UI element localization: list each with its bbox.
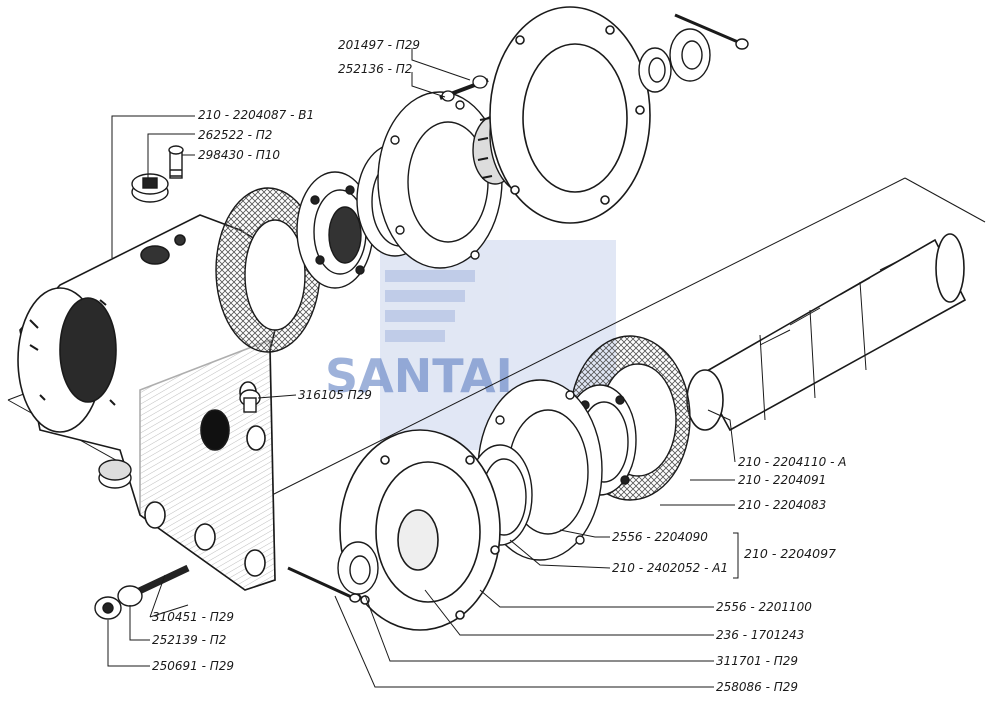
label-298430: 298430 - П10 <box>198 148 281 162</box>
label-252139: 252139 - П2 <box>152 633 227 647</box>
side-plug <box>98 459 132 489</box>
label-2204110-a: 210 - 2204110 - А <box>738 455 847 469</box>
bearing-upper <box>296 171 374 289</box>
label-201497: 201497 - П29 <box>338 38 421 52</box>
label-316105: 316105 П29 <box>298 388 372 402</box>
label-258086: 258086 - П29 <box>716 680 799 694</box>
bolt-and-washer-upper <box>439 75 489 102</box>
bolt-assembly-lower-left <box>94 564 190 620</box>
label-2201100: 2556 - 2201100 <box>716 600 812 614</box>
label-311701: 311701 - П29 <box>716 654 799 668</box>
leader-lines <box>107 48 739 688</box>
gasket-upper <box>215 187 321 353</box>
label-2204083: 210 - 2204083 <box>738 498 827 512</box>
label-2204090: 2556 - 2204090 <box>612 530 708 544</box>
label-2402052-a1: 210 - 2402052 - А1 <box>612 561 729 575</box>
label-2204091: 210 - 2204091 <box>738 473 827 487</box>
flange-upper <box>489 6 651 224</box>
bolt-316105 <box>239 389 261 413</box>
label-2204087-b1: 210 - 2204087 - В1 <box>198 108 315 122</box>
drive-shaft <box>686 233 967 432</box>
label-250691: 250691 - П29 <box>152 659 235 673</box>
label-310451: 310451 - П29 <box>152 610 235 624</box>
label-262522: 262522 - П2 <box>198 128 273 142</box>
label-252136: 252136 - П2 <box>338 62 413 76</box>
plug-and-fitting <box>131 145 184 203</box>
flange-lower <box>339 429 501 631</box>
nut-assembly-lower <box>287 541 379 603</box>
label-1701243: 236 - 1701243 <box>716 628 805 642</box>
watermark-text: SANTAI <box>325 349 513 403</box>
label-2204097: 210 - 2204097 <box>744 546 836 561</box>
nut-assembly-upper <box>638 13 749 93</box>
